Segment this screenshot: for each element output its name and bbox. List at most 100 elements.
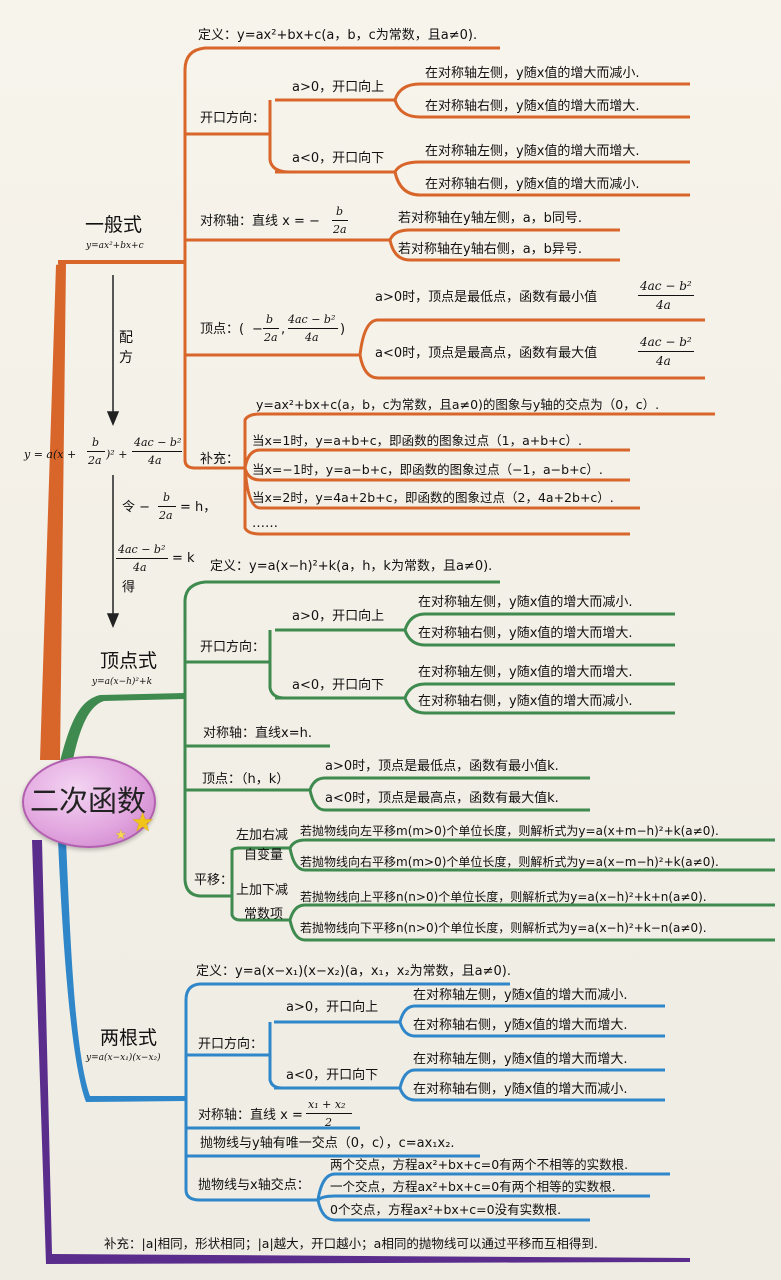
vertex-formula-num: 4ac − b² xyxy=(134,436,182,449)
fraction-bar xyxy=(638,295,694,296)
k-eq: = k xyxy=(172,551,195,566)
shift-down: 若抛物线向下平移n(n>0)个单位长度，则解析式为y=a(x−h)²+k−n(a… xyxy=(300,921,707,935)
shift-x-rule-2: 自变量 xyxy=(244,848,284,863)
roots-a-neg-right: 在对称轴右侧，y随x值的增大而减小. xyxy=(413,1082,628,1097)
fraction-bar xyxy=(87,451,105,452)
general-vertex-min-num: 4ac − b² xyxy=(640,279,692,293)
ling-den: 2a xyxy=(159,509,173,522)
star-icon: ★ xyxy=(131,808,155,838)
general-formula: y=ax²+bx+c xyxy=(86,241,144,251)
shift-y-rule-1: 上加下减 xyxy=(236,883,289,898)
shift-left: 若抛物线向左平移m(m>0)个单位长度，则解析式为y=a(x+m−h)²+k(a… xyxy=(300,824,719,838)
general-a-pos: a>0，开口向上 xyxy=(292,80,385,95)
paren-close: ) xyxy=(340,322,346,337)
vertex-vertex-pos: a>0时，顶点是最低点，函数有最小值k. xyxy=(325,759,559,774)
vertex-a-pos-right: 在对称轴右侧，y随x值的增大而增大. xyxy=(418,626,633,641)
general-axis-den: 2a xyxy=(333,223,347,236)
general-vertex-label: 顶点：( xyxy=(200,322,245,337)
roots-x-one: 一个交点，方程ax²+bx+c=0有两个相等的实数根. xyxy=(330,1179,616,1194)
vertex-a-neg: a<0，开口向下 xyxy=(292,678,385,693)
fraction-bar xyxy=(306,1113,352,1114)
roots-y-intersect: 抛物线与y轴有唯一交点（0，c），c=ax₁x₂. xyxy=(200,1136,455,1151)
peifang-label: 配方 xyxy=(119,330,133,366)
shift-right: 若抛物线向右平移m(m>0)个单位长度，则解析式为y=a(x−m−h)²+k(a… xyxy=(300,855,719,869)
footer-supplement: 补充：|a|相同，形状相同；|a|越大，开口越小；a相同的抛物线可以通过平移而互… xyxy=(104,1236,598,1251)
general-axis-left: 若对称轴在y轴左侧，a，b同号. xyxy=(398,211,583,226)
vertex-opening-label: 开口方向： xyxy=(200,640,266,655)
k-den: 4a xyxy=(133,561,147,574)
general-vertex-neg: a<0时，顶点是最高点，函数有最大值 xyxy=(375,346,598,361)
orange-trunk xyxy=(40,262,66,760)
general-vertex-x-den: 2a xyxy=(264,331,278,344)
vertex-axis: 对称轴：直线x=h. xyxy=(203,726,312,741)
blue-branches xyxy=(184,982,670,1222)
fraction-bar xyxy=(158,506,176,507)
shift-x-rule-1: 左加右减 xyxy=(236,828,289,843)
roots-axis-label: 对称轴：直线 x = xyxy=(198,1108,303,1123)
small-star-icon: ★ xyxy=(115,828,127,843)
orange-branches xyxy=(183,46,715,536)
vertex-a-pos-left: 在对称轴左侧，y随x值的增大而减小. xyxy=(418,595,633,610)
vertex-formula-2a: 2a xyxy=(88,454,102,467)
fraction-bar xyxy=(263,328,279,329)
roots-a-pos-left: 在对称轴左侧，y随x值的增大而减小. xyxy=(413,988,628,1003)
roots-formula: y=a(x−x₁)(x−x₂) xyxy=(86,1053,161,1063)
roots-opening-label: 开口方向： xyxy=(198,1037,264,1052)
k-num: 4ac − b² xyxy=(118,543,166,556)
transform-arrow xyxy=(106,275,120,628)
roots-a-neg: a<0，开口向下 xyxy=(286,1068,379,1083)
roots-a-neg-left: 在对称轴左侧，y随x值的增大而增大. xyxy=(413,1052,628,1067)
general-vertex-x-num: b xyxy=(266,313,274,326)
vertex-a-pos: a>0，开口向上 xyxy=(292,609,385,624)
general-vertex-y-den: 4a xyxy=(305,331,319,344)
ling-num: b xyxy=(163,491,171,504)
fraction-bar xyxy=(638,351,694,352)
general-vertex-max-den: 4a xyxy=(656,354,671,368)
vertex-formula-b: b xyxy=(92,436,100,449)
general-supp-label: 补充： xyxy=(200,452,240,467)
general-axis-right: 若对称轴在y轴右侧，a，b异号. xyxy=(398,242,583,257)
roots-a-pos-right: 在对称轴右侧，y随x值的增大而增大. xyxy=(413,1018,628,1033)
fraction-bar xyxy=(132,451,182,452)
shift-up: 若抛物线向上平移n(n>0)个单位长度，则解析式为y=a(x−h)²+k+n(a… xyxy=(300,890,707,904)
vertex-formula: y=a(x−h)²+k xyxy=(92,677,153,687)
general-vertex-pos: a>0时，顶点是最低点，函数有最小值 xyxy=(375,290,598,305)
fraction-bar xyxy=(288,328,338,329)
vertex-a-neg-left: 在对称轴左侧，y随x值的增大而增大. xyxy=(418,665,633,680)
vertex-definition: 定义：y=a(x−h)²+k(a，h，k为常数，且a≠0). xyxy=(210,559,493,574)
roots-axis-num: x₁ + x₂ xyxy=(308,1098,346,1111)
center-title: 二次函数 xyxy=(30,784,147,818)
general-vertex-y-num: 4ac − b² xyxy=(288,313,336,326)
general-axis-num: b xyxy=(336,205,344,218)
general-supp-2: 当x=1时，y=a+b+c，即函数的图象过点（1，a+b+c）. xyxy=(252,433,582,448)
vertex-shift-label: 平移： xyxy=(194,873,234,888)
general-a-neg: a<0，开口向下 xyxy=(292,151,385,166)
green-branches xyxy=(183,580,775,942)
vertex-formula-left: y = a(x + xyxy=(24,448,77,461)
roots-definition: 定义：y=a(x−x₁)(x−x₂)(a，x₁，x₂为常数，且a≠0). xyxy=(196,964,512,979)
general-axis-label: 对称轴：直线 x = − xyxy=(200,214,320,229)
vertex-vertex-neg: a<0时，顶点是最高点，函数有最大值k. xyxy=(325,791,559,806)
center-bubble xyxy=(22,756,156,848)
general-a-pos-left: 在对称轴左侧，y随x值的增大而减小. xyxy=(425,66,640,81)
general-title: 一般式 xyxy=(85,214,143,236)
roots-axis-den: 2 xyxy=(325,1116,332,1129)
general-supp-4: 当x=2时，y=4a+2b+c，即函数的图象过点（2，4a+2b+c）. xyxy=(252,490,614,505)
general-vertex-min-den: 4a xyxy=(656,298,671,312)
minus-sign: − xyxy=(252,322,263,337)
general-supp-5: …… xyxy=(252,516,278,531)
fraction-bar xyxy=(116,558,168,559)
ling-h: = h， xyxy=(180,500,217,515)
vertex-title: 顶点式 xyxy=(100,650,158,672)
roots-x-two: 两个交点，方程ax²+bx+c=0有两个不相等的实数根. xyxy=(330,1157,629,1172)
vertex-vertex-label: 顶点：（h，k） xyxy=(202,772,290,787)
shift-y-rule-2: 常数项 xyxy=(244,907,284,922)
general-opening-label: 开口方向： xyxy=(200,111,266,126)
roots-x-intersect-label: 抛物线与x轴交点： xyxy=(198,1178,310,1193)
vertex-formula-den: 4a xyxy=(148,454,162,467)
ling-label: 令 − xyxy=(122,500,151,515)
general-supp-3: 当x=−1时，y=a−b+c，即函数的图象过点（−1，a−b+c）. xyxy=(252,462,603,477)
roots-x-zero: 0个交点，方程ax²+bx+c=0没有实数根. xyxy=(330,1202,562,1217)
